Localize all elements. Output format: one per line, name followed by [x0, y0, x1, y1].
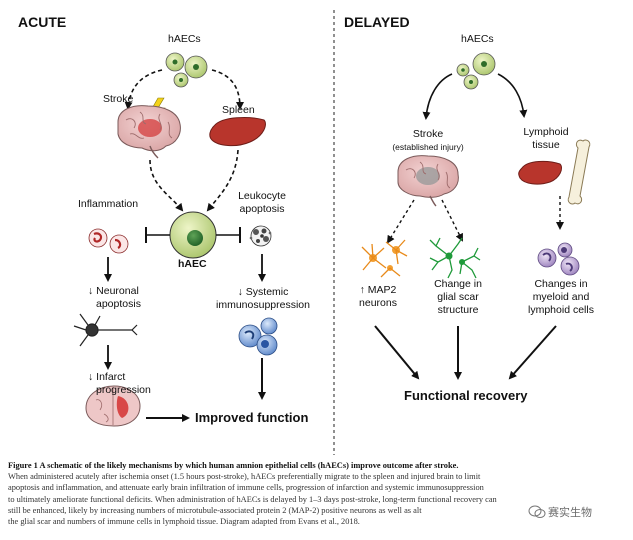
glial-scar-icon [429, 237, 481, 279]
acute-arrow-stroke-to-haec [149, 159, 184, 212]
delayed-brain-icon [397, 155, 459, 207]
neuron-icon [73, 313, 138, 347]
immune-cells-blue-icon [238, 317, 278, 356]
haec-label: hAEC [178, 258, 207, 270]
delayed-haecs-cluster-icon [456, 52, 496, 90]
caption-line-5: the glial scar and numbers of immune cel… [8, 517, 360, 527]
delayed-haecs-label: hAECs [461, 33, 494, 45]
acute-arrow-spleen-to-haec [206, 149, 239, 212]
inflammation-cells-icon [88, 228, 129, 254]
acute-arrow-to-spleen [211, 69, 244, 110]
delayed-arrow-to-lymphoid [497, 73, 528, 118]
wechat-logo-icon [528, 505, 546, 519]
delayed-stroke-label: Stroke (established injury) [392, 128, 464, 152]
delayed-arrow-to-stroke [422, 73, 453, 120]
map2-neurons-icon [361, 239, 408, 278]
arrow-cells-to-recovery [508, 325, 557, 380]
apoptotic-leukocyte-icon [249, 225, 272, 247]
figure-caption: Figure 1 A schematic of the likely mecha… [8, 460, 613, 527]
watermark-text: 赛实生物 [548, 506, 592, 519]
delayed-arrow-to-map2 [386, 199, 415, 244]
functional-recovery-label: Functional recovery [404, 388, 528, 403]
acute-stroke-label: Stroke [103, 93, 134, 105]
caption-line-3: to ultimately ameliorate functional defi… [8, 494, 497, 504]
delayed-arrow-to-glial [441, 199, 463, 242]
acute-spleen-icon [209, 117, 266, 147]
myeloid-lymphoid-cells-icon [537, 242, 580, 276]
caption-title: Figure 1 A schematic of the likely mecha… [8, 461, 459, 470]
acute-spleen-label: Spleen [222, 104, 255, 116]
acute-header: ACUTE [18, 14, 67, 30]
caption-line-1: When administered acutely after ischemia… [8, 472, 481, 482]
acute-arrow-to-stroke [124, 69, 163, 110]
brain-section-icon [85, 385, 141, 427]
bone-icon [567, 139, 591, 205]
caption-line-2: apoptosis and inflammation, and attenuat… [8, 483, 484, 493]
acute-brain-icon [117, 105, 181, 159]
delayed-header: DELAYED [344, 14, 410, 30]
acute-haecs-cluster-icon [165, 52, 208, 88]
inflammation-label: Inflammation [78, 198, 139, 210]
acute-haecs-label: hAECs [168, 33, 201, 45]
caption-line-4: still be enhanced, likely by increasing … [8, 505, 422, 515]
arrow-map2-to-recovery [374, 325, 420, 380]
haec-cell-icon [169, 211, 217, 259]
diagram-graphics [73, 10, 591, 455]
improved-function-label: Improved function [195, 410, 309, 425]
delayed-spleen-icon [518, 160, 563, 185]
